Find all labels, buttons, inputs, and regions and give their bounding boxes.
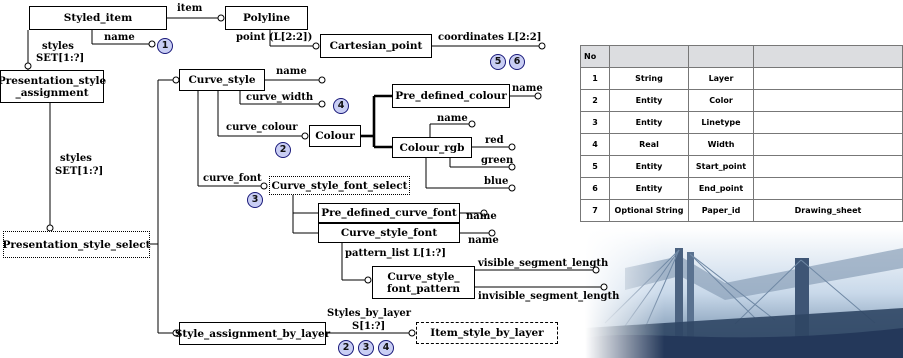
label-name-pre-defined-colour: name <box>512 83 543 94</box>
entity-curve-style-font: Curve_style_font <box>318 223 460 243</box>
label-styles-by-layer-set: S[1:?] <box>352 321 386 332</box>
table-cell: Entity <box>609 155 689 178</box>
entity-curve-style-font-pattern: Curve_style_ font_pattern <box>372 266 475 299</box>
table-cell: String <box>609 67 689 90</box>
table-header-row: No <box>580 45 903 68</box>
table-cell: Paper_id <box>688 199 754 222</box>
marker-2-layer: 2 <box>338 340 354 356</box>
table-cell: Drawing_sheet <box>753 199 903 222</box>
table-cell: 7 <box>580 199 610 222</box>
table-cell: 1 <box>580 67 610 90</box>
table-row: 7 Optional String Paper_id Drawing_sheet <box>580 199 903 222</box>
entity-colour: Colour <box>309 125 361 147</box>
table-cell: Layer <box>688 67 754 90</box>
table-cell: Entity <box>609 177 689 200</box>
entity-styled-item: Styled_item <box>29 6 167 30</box>
label-green: green <box>481 155 514 166</box>
table-row: 4 Real Width <box>580 133 903 156</box>
table-cell: 2 <box>580 89 610 112</box>
label-name-styled-item: name <box>104 32 135 43</box>
table-row: 5 Entity Start_point <box>580 155 903 178</box>
entity-pre-defined-curve-font: Pre_defined_curve_font <box>318 203 460 223</box>
entity-polyline: Polyline <box>225 6 308 30</box>
table-cell <box>753 155 903 178</box>
table-row: 3 Entity Linetype <box>580 111 903 134</box>
table-header-cell: No <box>580 45 610 68</box>
table-cell: Entity <box>609 89 689 112</box>
label-visible-segment-length: visible_segment_length <box>478 258 609 269</box>
table-cell: 4 <box>580 133 610 156</box>
table-header-cell <box>609 45 689 68</box>
label-curve-width: curve_width <box>246 92 314 103</box>
label-styles-set-2: SET[1:?] <box>55 166 104 177</box>
label-red: red <box>485 135 504 146</box>
label-invisible-segment-length: invisible_segment_length <box>478 291 620 302</box>
table-cell: Entity <box>609 111 689 134</box>
table-cell <box>753 111 903 134</box>
label-name-colour-rgb: name <box>437 113 468 124</box>
entity-cartesian-point: Cartesian_point <box>320 34 432 58</box>
marker-5: 5 <box>490 54 506 70</box>
table-cell <box>753 67 903 90</box>
label-point: point (L[2:2]) <box>236 32 313 43</box>
table-cell: Start_point <box>688 155 754 178</box>
entity-curve-style: Curve_style <box>179 69 265 91</box>
label-styles: styles <box>42 41 74 52</box>
bridge-photo <box>585 228 903 358</box>
marker-3-layer: 3 <box>358 340 374 356</box>
table-cell: Linetype <box>688 111 754 134</box>
table-cell: 6 <box>580 177 610 200</box>
table-cell: 3 <box>580 111 610 134</box>
label-coordinates: coordinates L[2:2] <box>438 32 542 43</box>
marker-4-layer: 4 <box>378 340 394 356</box>
label-styles-2: styles <box>60 153 92 164</box>
table-header-cell <box>688 45 754 68</box>
marker-6: 6 <box>509 54 525 70</box>
marker-2-colour: 2 <box>275 142 291 158</box>
table-cell: 5 <box>580 155 610 178</box>
entity-colour-rgb: Colour_rgb <box>392 137 472 158</box>
label-blue: blue <box>484 176 509 187</box>
table-cell: Real <box>609 133 689 156</box>
label-styles-set: SET[1:?] <box>36 53 85 64</box>
table-cell: End_point <box>688 177 754 200</box>
label-item: item <box>177 3 203 14</box>
marker-1: 1 <box>157 38 173 54</box>
entity-pre-defined-colour: Pre_defined_colour <box>392 84 510 108</box>
label-name-curve-style: name <box>276 66 307 77</box>
entity-presentation-style-assignment: Presentation_style _assignment <box>0 70 106 103</box>
label-name-pre-defined-curve-font: name <box>466 211 497 222</box>
table-row: 1 String Layer <box>580 67 903 90</box>
marker-3-font: 3 <box>247 192 263 208</box>
table-row: 2 Entity Color <box>580 89 903 112</box>
attribute-table: No 1 String Layer 2 Entity Color 3 Entit… <box>580 45 903 222</box>
entity-style-assignment-by-layer: Style_assignment_by_layer <box>175 322 330 345</box>
entity-item-style-by-layer: Item_style_by_layer <box>416 322 558 344</box>
marker-4-width: 4 <box>333 98 349 114</box>
entity-curve-style-font-select: Curve_style_font_select <box>269 176 410 195</box>
table-cell: Width <box>688 133 754 156</box>
table-row: 6 Entity End_point <box>580 177 903 200</box>
table-cell: Optional String <box>609 199 689 222</box>
label-curve-colour: curve_colour <box>226 122 298 133</box>
table-cell <box>753 89 903 112</box>
label-pattern-list: pattern_list L[1:?] <box>345 248 446 259</box>
label-curve-font: curve_font <box>203 173 262 184</box>
label-styles-by-layer: Styles_by_layer <box>327 308 411 319</box>
table-cell <box>753 177 903 200</box>
entity-presentation-style-select: Presentation_style_select <box>3 231 151 258</box>
label-name-curve-style-font: name <box>468 235 499 246</box>
table-cell: Color <box>688 89 754 112</box>
table-header-cell <box>753 45 903 68</box>
table-cell <box>753 133 903 156</box>
